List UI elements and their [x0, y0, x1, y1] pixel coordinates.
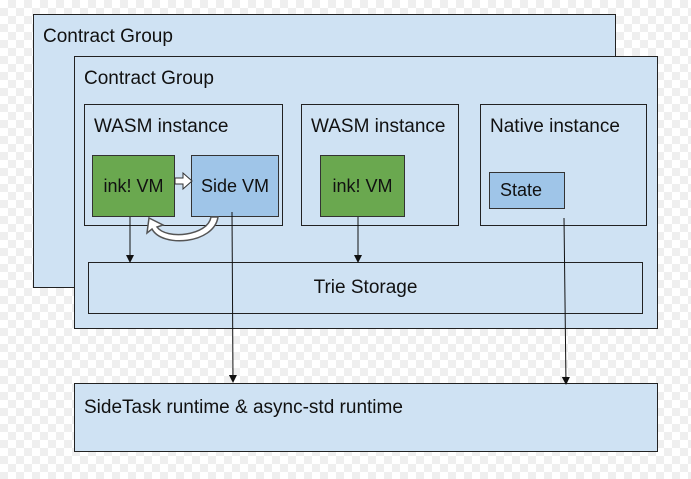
state-box: State: [489, 172, 565, 209]
side-vm: Side VM: [191, 155, 279, 217]
wasm-instance-1-label: WASM instance: [94, 116, 229, 137]
contract-group-back-label: Contract Group: [43, 26, 173, 47]
arrow-state-to-runtime: [561, 217, 570, 385]
runtime-label: SideTask runtime & async-std runtime: [84, 397, 403, 418]
wasm-instance-2-label: WASM instance: [311, 116, 446, 137]
trie-storage-label: Trie Storage: [313, 277, 418, 298]
curved-arrow-side-to-ink: [146, 216, 219, 242]
contract-group-front-label: Contract Group: [84, 68, 214, 89]
ink-vm-2: ink! VM: [320, 155, 405, 217]
arrow-sidevm-to-runtime: [228, 211, 237, 383]
runtime-box: SideTask runtime & async-std runtime: [74, 383, 658, 452]
native-instance-label: Native instance: [490, 116, 620, 137]
trie-storage: Trie Storage: [88, 262, 643, 314]
hollow-arrow-ink-to-side: [174, 171, 193, 191]
ink-vm-1: ink! VM: [92, 155, 175, 217]
